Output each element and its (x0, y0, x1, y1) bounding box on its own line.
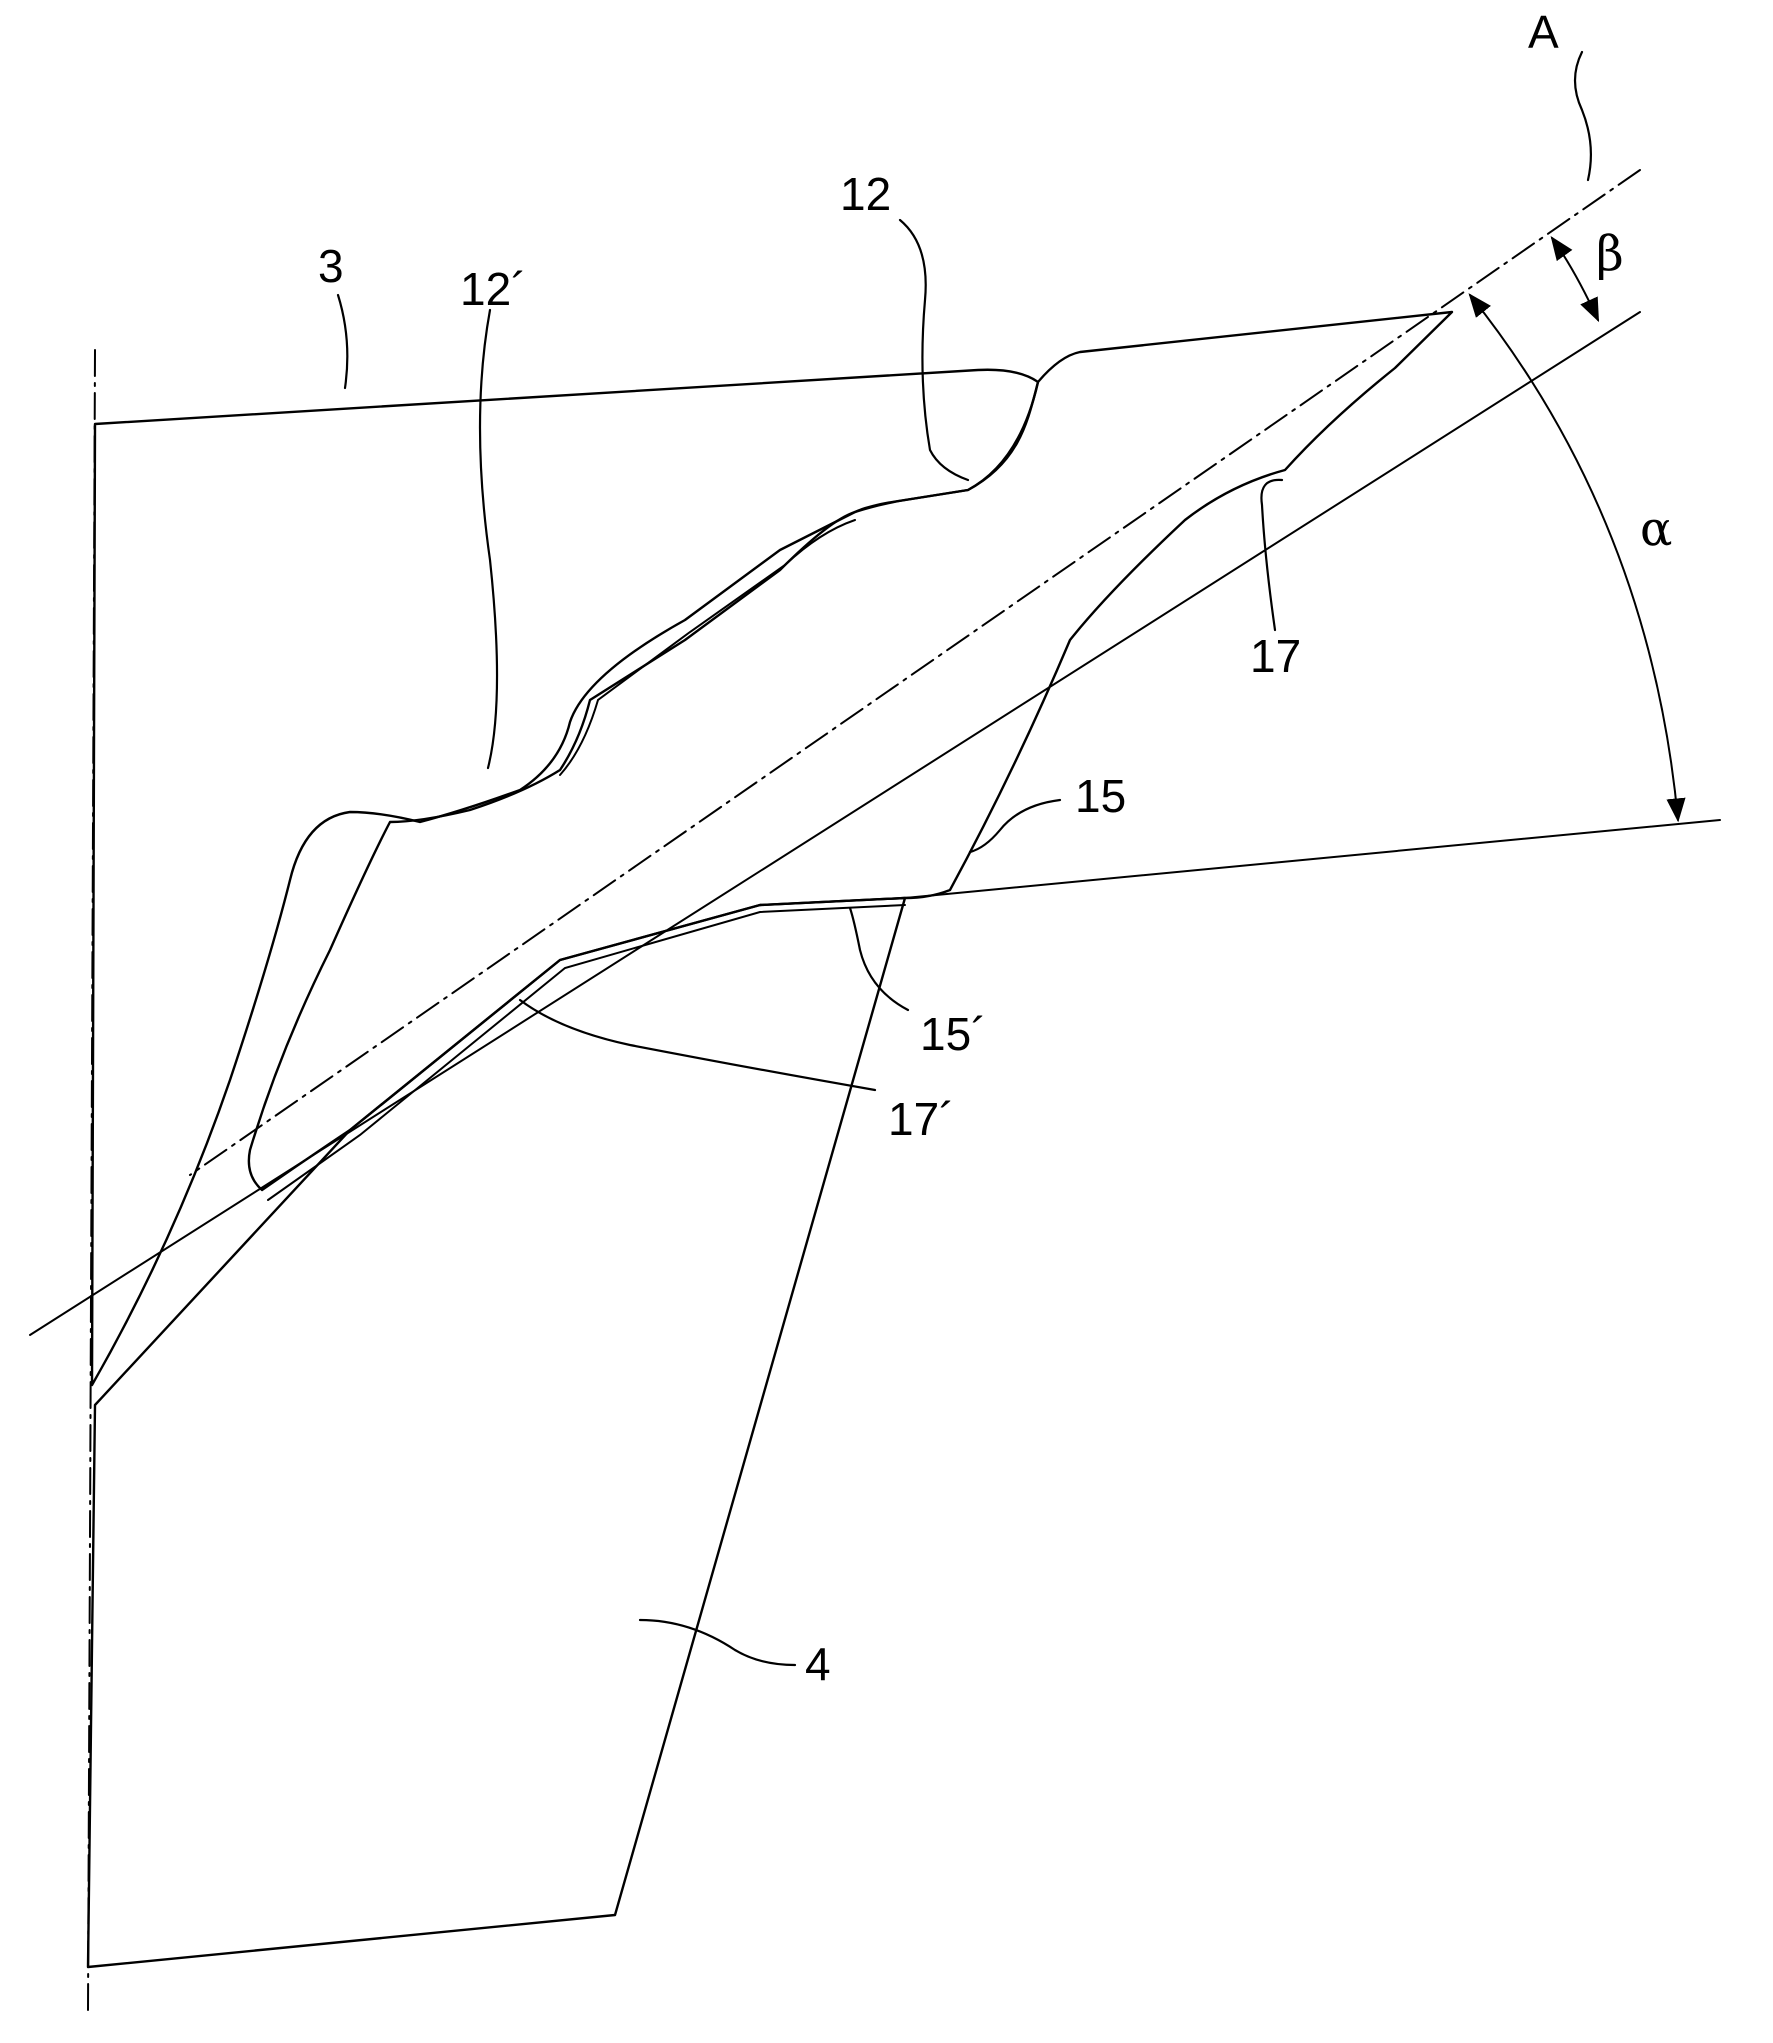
groove-line-upper (560, 520, 855, 775)
leader-15-prime (850, 908, 908, 1010)
label-ref-12-prime: 12´ (460, 263, 526, 315)
leader-4 (640, 1620, 795, 1665)
leader-12 (900, 220, 968, 480)
leader-12-prime (480, 310, 497, 768)
label-ref-15: 15 (1075, 770, 1126, 822)
label-part-3: 3 (318, 240, 344, 292)
label-part-4: 4 (805, 1638, 831, 1690)
groove-line-lower (268, 905, 905, 1200)
label-axis-a: A (1528, 6, 1559, 58)
alpha-reference-line (905, 820, 1720, 898)
label-ref-15-prime: 15´ (920, 1008, 986, 1060)
leader-17 (1261, 480, 1282, 630)
label-ref-17-prime: 17´ (888, 1093, 954, 1145)
leader-17-prime (520, 1000, 875, 1090)
label-ref-17: 17 (1250, 630, 1301, 682)
leader-a (1575, 52, 1591, 180)
leader-3 (338, 295, 347, 388)
lower-body-section (88, 898, 905, 1967)
axis-a-line (190, 170, 1640, 1175)
label-ref-12: 12 (840, 168, 891, 220)
beta-reference-line (30, 312, 1640, 1335)
label-angle-alpha: α (1640, 501, 1672, 557)
alpha-dimension-arc (1470, 295, 1678, 820)
core-insert-section (249, 312, 1452, 1190)
upper-body-section (92, 370, 1038, 1385)
beta-dimension-arrow (1552, 238, 1598, 320)
label-angle-beta: β (1596, 226, 1624, 282)
